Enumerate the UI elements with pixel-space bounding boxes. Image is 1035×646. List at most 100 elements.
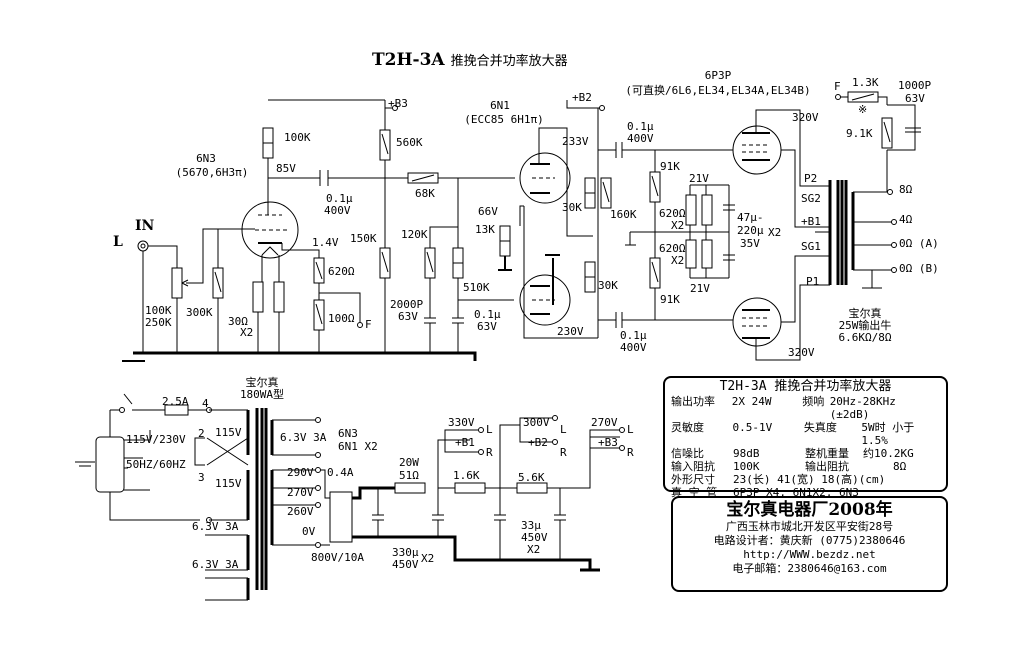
ot-impedance: 6.6KΩ/8Ω	[838, 331, 892, 344]
output-transformer-core	[836, 180, 848, 285]
label-21v-bottom: 21V	[690, 282, 710, 295]
bridge-rectifier	[329, 491, 353, 543]
label-13k: 13K	[475, 223, 495, 236]
tube-6n3-alt: (5670,6H3π)	[175, 166, 249, 179]
label-tap-0ohm-b: 0Ω (B)	[899, 262, 939, 275]
label-47u: 47μ-	[737, 211, 764, 224]
label-1-4v: 1.4V	[312, 236, 339, 249]
label-21v-top: 21V	[689, 172, 709, 185]
label-tap-270v: 270V	[287, 486, 314, 499]
label-510k: 510K	[463, 281, 490, 294]
label-tap-260v: 260V	[287, 505, 314, 518]
spec-row: 真 空 管 6P3P X4, 6N1X2, 6N3	[671, 486, 940, 499]
tube-6p3p-label: 6P3P	[704, 69, 732, 82]
tube-6n1-label: 6N1	[490, 99, 510, 112]
label-x2-top: X2	[671, 219, 685, 232]
label-b2-l: L	[560, 423, 567, 436]
spec-key: 输出功率	[671, 395, 715, 408]
label-63v: 63V	[398, 310, 418, 323]
label-20w: 20W	[399, 456, 419, 469]
label-01u-63: 0.1μ	[474, 308, 501, 321]
label-230v: 230V	[557, 325, 584, 338]
spec-key: 输入阻抗	[671, 460, 715, 473]
label-mains: 115V/230V	[126, 433, 186, 446]
spec-value: 100K	[733, 460, 760, 473]
label-psu-b3: +B3	[598, 436, 618, 449]
label-620x2-bottom: 620Ω	[659, 242, 686, 255]
label-sg2: SG2	[801, 192, 821, 205]
spec-value: 6P3P X4, 6N1X2, 6N3	[733, 486, 859, 499]
label-b1-r: R	[486, 446, 493, 459]
label-1000p: 1000P	[898, 79, 932, 92]
label-450v-b: 450V	[521, 531, 548, 544]
spec-heading: T2H-3A 推挽合并功率放大器	[719, 379, 892, 394]
label-63v-b: 63V	[477, 320, 497, 333]
label-2000p: 2000P	[390, 298, 424, 311]
label-fuse: 2.5A	[162, 395, 189, 408]
label-x2-cap: X2	[768, 226, 782, 239]
label-68k: 68K	[415, 187, 435, 200]
tube-6n3-label: 6N3	[196, 152, 216, 165]
spec-value: 约10.2KG	[863, 447, 914, 460]
resistor-5-6k	[516, 482, 548, 494]
label-b1: +B1	[801, 215, 821, 228]
label-freq: 50HZ/60HZ	[126, 458, 186, 471]
label-sg1: SG1	[801, 240, 821, 253]
tube-6p3p-alt: (可直换/6L6,EL34,EL34A,EL34B)	[625, 84, 811, 97]
label-33u: 33μ	[521, 519, 541, 532]
label-91k-top: 91K	[660, 160, 680, 173]
spec-value: 20Hz-28KHz (±2dB)	[829, 395, 896, 421]
label-bridge: 800V/10A	[311, 551, 364, 564]
pt-model: 180WA型	[239, 388, 285, 401]
label-heater-tubes-1: 6N3	[338, 427, 358, 440]
label-1-3k: 1.3K	[852, 76, 879, 89]
label-b1-l: L	[486, 423, 493, 436]
ot-brand: 宝尔真	[848, 307, 882, 320]
label-51ohm: 51Ω	[399, 469, 419, 482]
label-p1: P1	[806, 275, 820, 288]
factory-email[interactable]: 电子邮箱：2380646@163.com	[732, 562, 887, 575]
label-330u: 330μ	[392, 546, 419, 559]
resistor-1-6k	[454, 482, 486, 494]
label-psu-b1: +B1	[455, 436, 475, 449]
label-feedback-f: F	[365, 318, 372, 331]
label-330v: 330V	[448, 416, 475, 429]
spec-value: 5W时 小于1.5%	[861, 421, 915, 447]
label-01u-bottom: 0.1μ	[620, 329, 647, 342]
label-150k: 150K	[350, 232, 377, 245]
spec-value: 23(长) 41(宽) 18(高)(cm)	[733, 473, 886, 486]
spec-value: 0.5-1V	[732, 421, 773, 434]
label-85v: 85V	[276, 162, 296, 175]
label-tap-0ohm-a: 0Ω (A)	[899, 237, 939, 250]
label-450v: 450V	[392, 558, 419, 571]
label-tap-4ohm: 4Ω	[899, 213, 913, 226]
spec-key: 真 空 管	[671, 486, 718, 499]
spec-key: 灵敏度	[671, 421, 704, 434]
label-01u-top: 0.1μ	[627, 120, 654, 133]
spec-key: 失真度	[803, 421, 837, 434]
label-heater-2: 6.3V 3A	[192, 520, 239, 533]
label-1-6k: 1.6K	[453, 469, 480, 482]
label-66v: 66V	[478, 205, 498, 218]
label-30k-b: 30K	[598, 279, 618, 292]
label-9-1k: 9.1K	[846, 127, 873, 140]
input-channel-label: L	[113, 234, 123, 250]
label-mark: ※	[858, 103, 868, 116]
resistor-51	[394, 482, 426, 494]
label-pot-100k: 100K	[145, 304, 172, 317]
spec-key: 频响	[802, 395, 825, 408]
label-tap-290v: 290V	[287, 466, 314, 479]
label-pin-2: 2	[198, 427, 205, 440]
label-400v-bottom: 400V	[620, 341, 647, 354]
spec-value: 8Ω	[893, 460, 907, 473]
label-300v: 300V	[523, 416, 550, 429]
pt-brand: 宝尔真	[245, 376, 279, 389]
label-b3-l: L	[627, 423, 634, 436]
factory-web-link[interactable]: http://WWW.bezdz.net	[743, 548, 876, 561]
ot-desc: 25W输出牛	[838, 319, 892, 332]
label-30ohm: 30Ω	[228, 315, 248, 328]
